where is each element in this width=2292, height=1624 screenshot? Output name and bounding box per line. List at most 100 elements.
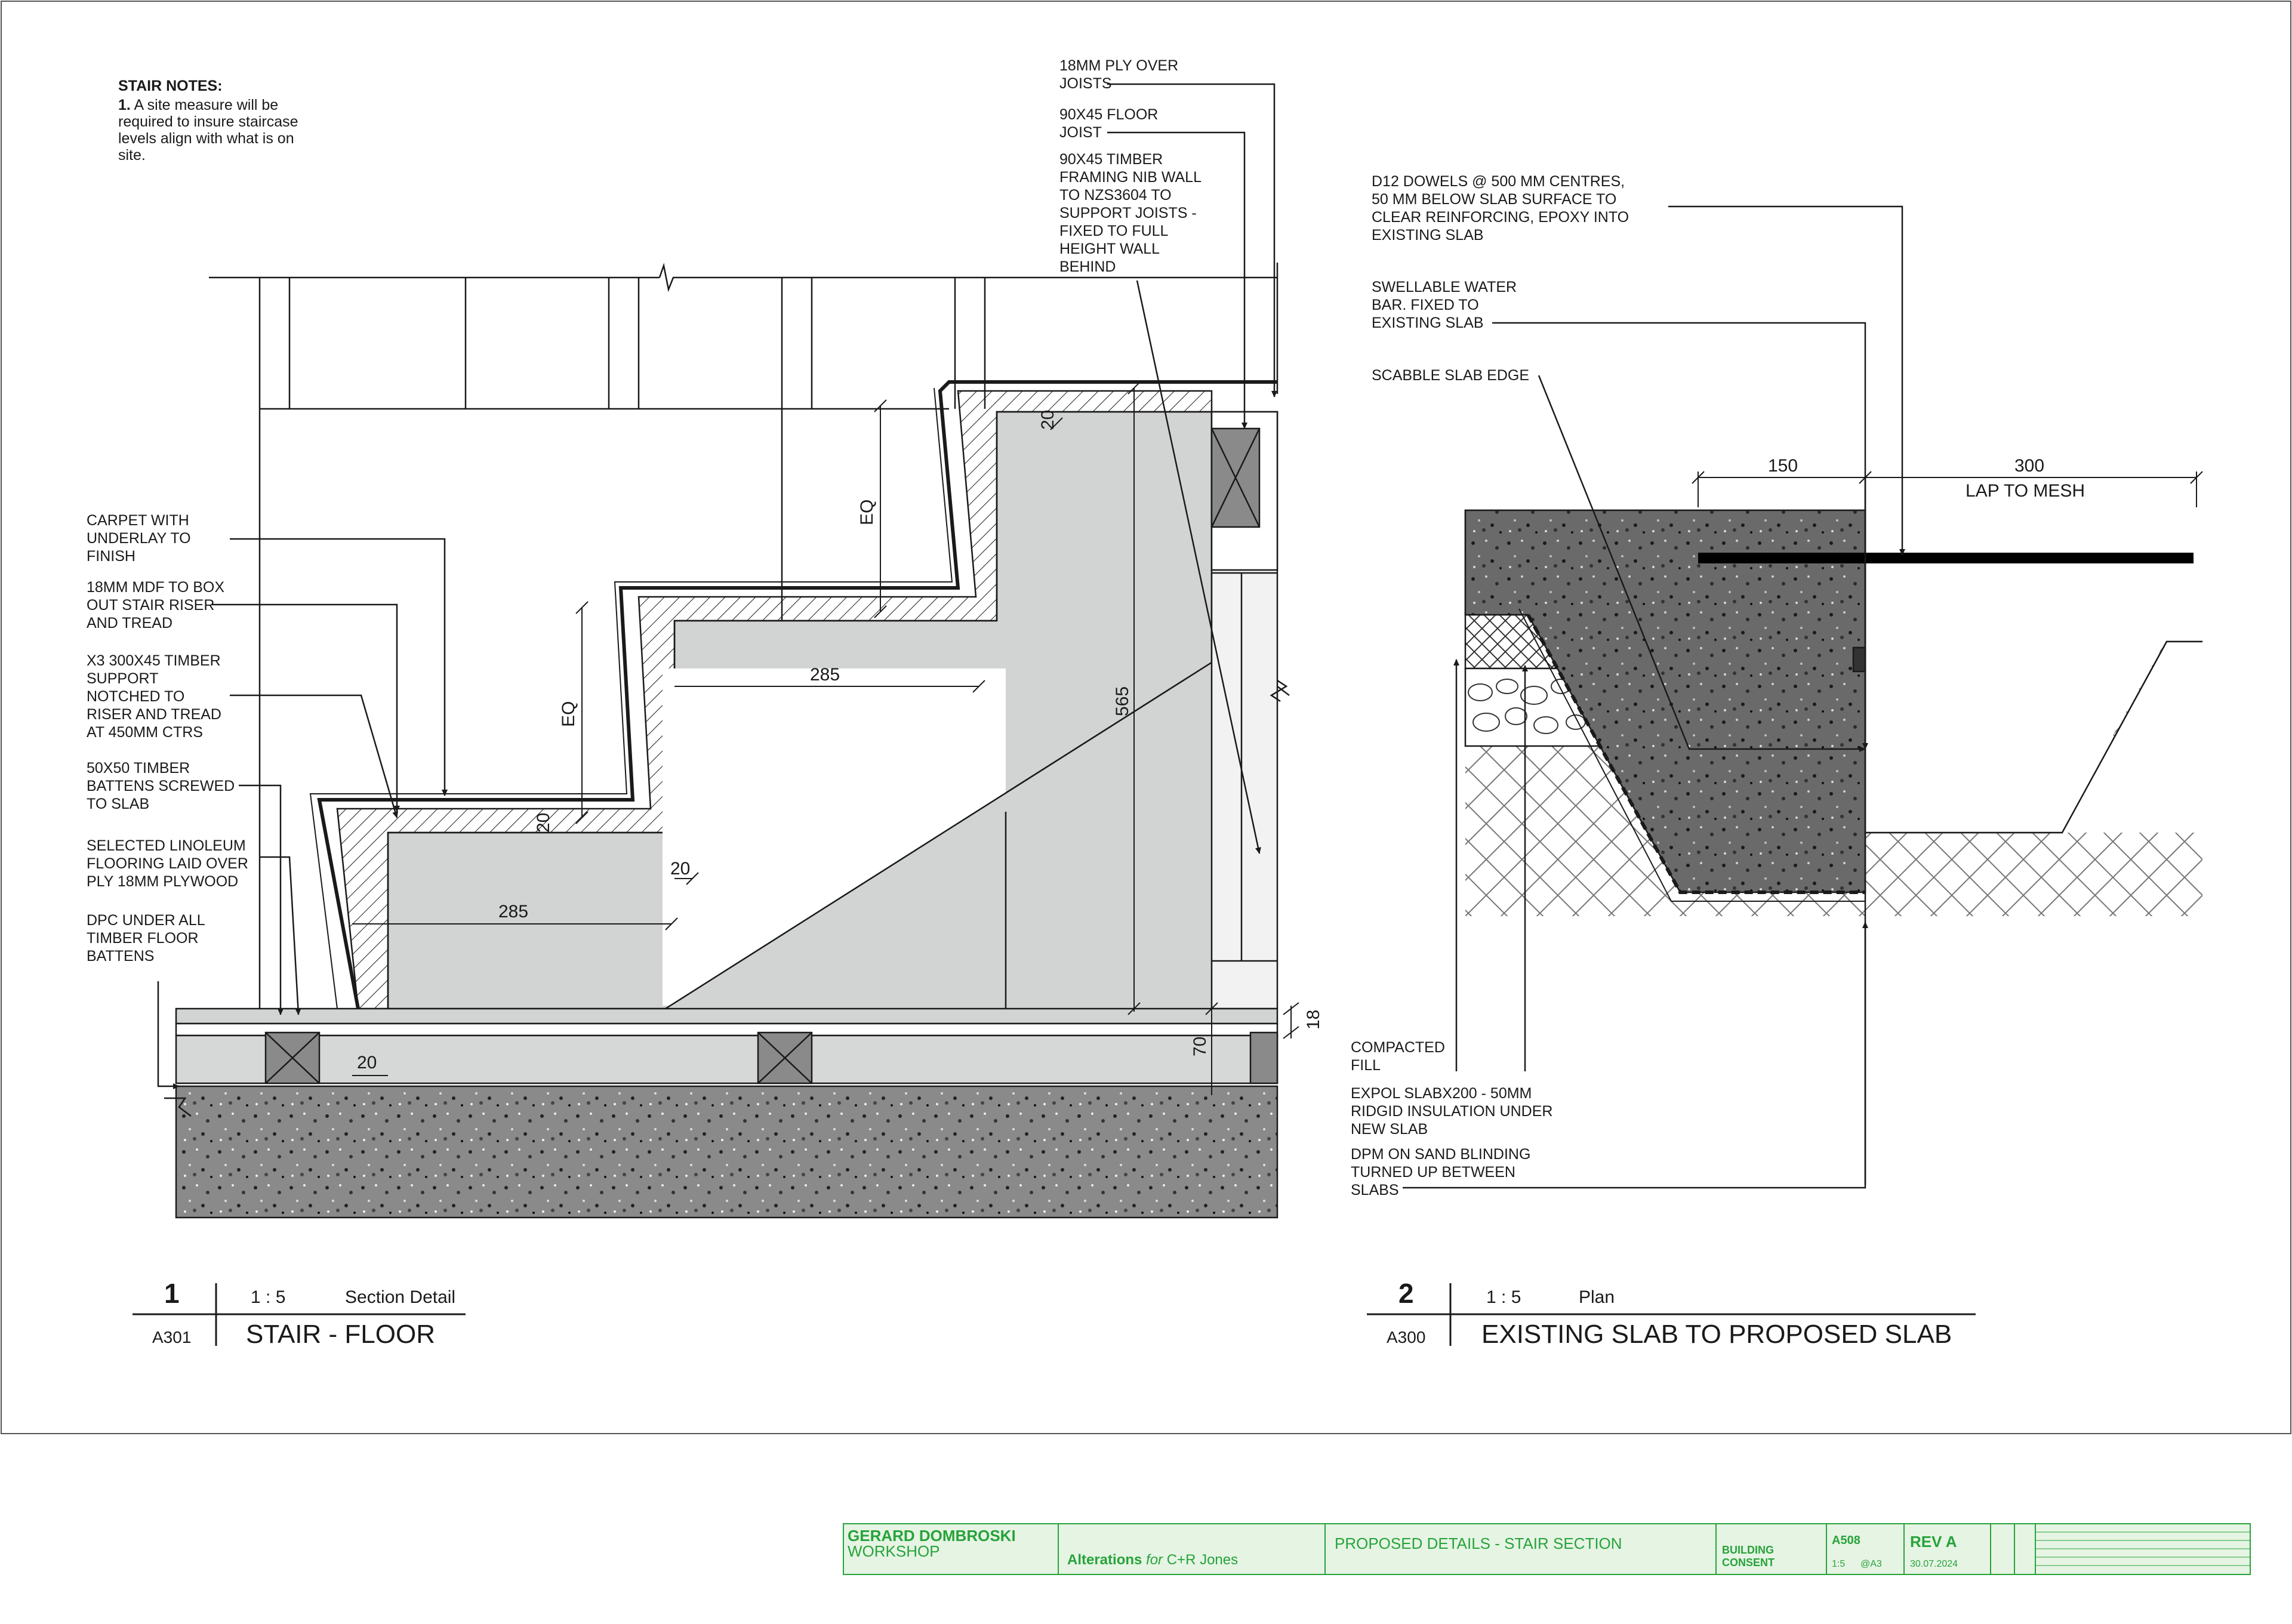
label-dpm: TURNED UP BETWEEN bbox=[1351, 1164, 1515, 1181]
project-title: Alterations for C+R Jones bbox=[1067, 1552, 1238, 1568]
view-ref: A301 bbox=[152, 1328, 191, 1346]
label-carpet: FINISH bbox=[87, 548, 135, 565]
view-title-1: 1 1 : 5 Section Detail A301 STAIR - FLOO… bbox=[133, 1278, 466, 1349]
view-number: 2 bbox=[1398, 1278, 1414, 1309]
dim-20: 20 bbox=[1038, 410, 1058, 430]
view-title-2: 2 1 : 5 Plan A300 EXISTING SLAB TO PROPO… bbox=[1367, 1278, 1976, 1349]
dim-20: 20 bbox=[357, 1053, 377, 1073]
carpet-underlay bbox=[309, 387, 953, 1009]
label-dpm: SLABS bbox=[1351, 1182, 1399, 1198]
slab-plan-detail bbox=[1403, 205, 2203, 1189]
label-expol: NEW SLAB bbox=[1351, 1121, 1428, 1138]
label-battens: 50X50 TIMBER bbox=[87, 760, 190, 776]
stair-notes: STAIR NOTES: 1. A site measure will be r… bbox=[118, 78, 298, 164]
label-mdf: AND TREAD bbox=[87, 615, 172, 631]
batten-layer bbox=[175, 1034, 1279, 1084]
view-number: 1 bbox=[164, 1278, 180, 1309]
label-support: NOTCHED TO bbox=[87, 688, 184, 705]
dim-lap-to-mesh: LAP TO MESH bbox=[1966, 481, 2085, 501]
view-kind: Plan bbox=[1579, 1287, 1615, 1307]
label-mdf: 18MM MDF TO BOX bbox=[87, 579, 224, 596]
label-dowels: 50 MM BELOW SLAB SURFACE TO bbox=[1372, 191, 1616, 208]
status: BUILDING bbox=[1722, 1544, 1774, 1556]
label-framing: SUPPORT JOISTS - bbox=[1059, 205, 1197, 221]
label-joist: JOIST bbox=[1059, 124, 1102, 141]
label-ply: JOISTS bbox=[1059, 75, 1112, 92]
dim-eq: EQ bbox=[559, 701, 578, 727]
sheet-scale: 1:5 bbox=[1832, 1559, 1845, 1569]
label-waterbar: BAR. FIXED TO bbox=[1372, 297, 1479, 313]
stair-note-line: levels align with what is on bbox=[118, 130, 294, 147]
firm-name: GERARD DOMBROSKI bbox=[848, 1527, 1016, 1545]
view-scale: 1 : 5 bbox=[1486, 1287, 1521, 1307]
label-support: RISER AND TREAD bbox=[87, 706, 221, 723]
label-expol: RIDGID INSULATION UNDER bbox=[1351, 1103, 1552, 1120]
dim-300: 300 bbox=[2014, 456, 2044, 476]
label-joist: 90X45 FLOOR bbox=[1059, 106, 1158, 123]
label-dpm: DPM ON SAND BLINDING bbox=[1351, 1146, 1530, 1163]
dim-20: 20 bbox=[670, 859, 690, 879]
dim-285: 285 bbox=[498, 902, 528, 922]
revision-date: 30.07.2024 bbox=[1910, 1559, 1958, 1569]
label-framing: FRAMING NIB WALL bbox=[1059, 169, 1202, 186]
sheet-title: PROPOSED DETAILS - STAIR SECTION bbox=[1335, 1534, 1622, 1552]
carpet-line bbox=[317, 380, 1277, 1009]
label-waterbar: EXISTING SLAB bbox=[1372, 315, 1484, 331]
dim-150: 150 bbox=[1768, 456, 1798, 476]
view-scale: 1 : 5 bbox=[251, 1287, 285, 1307]
label-expol: EXPOL SLABX200 - 50MM bbox=[1351, 1085, 1532, 1102]
title-block: GERARD DOMBROSKI WORKSHOP Alterations fo… bbox=[843, 1523, 2251, 1575]
label-carpet: UNDERLAY TO bbox=[87, 530, 191, 547]
label-dowels: D12 DOWELS @ 500 MM CENTRES, bbox=[1372, 173, 1625, 190]
stair-labels-top: 18MM PLY OVER JOISTS 90X45 FLOOR JOIST 9… bbox=[1059, 57, 1202, 275]
label-carpet: CARPET WITH bbox=[87, 512, 189, 529]
stair-labels-left: CARPET WITH UNDERLAY TO FINISH 18MM MDF … bbox=[87, 512, 248, 964]
firm-name-sub: WORKSHOP bbox=[848, 1542, 940, 1560]
label-support: X3 300X45 TIMBER bbox=[87, 652, 221, 669]
stair-dimensions: EQ EQ 285 285 565 20 20 20 20 70 18 bbox=[357, 410, 1323, 1073]
label-framing: BEHIND bbox=[1059, 258, 1116, 275]
label-dpc: BATTENS bbox=[87, 948, 154, 964]
label-framing: HEIGHT WALL bbox=[1059, 241, 1160, 257]
concrete-slab bbox=[175, 1085, 1279, 1219]
label-dpc: TIMBER FLOOR bbox=[87, 930, 199, 947]
label-framing: TO NZS3604 TO bbox=[1059, 187, 1172, 204]
status: CONSENT bbox=[1722, 1557, 1775, 1568]
dim-70: 70 bbox=[1190, 1037, 1210, 1056]
plan-labels: D12 DOWELS @ 500 MM CENTRES, 50 MM BELOW… bbox=[1351, 173, 2085, 1198]
label-mdf: OUT STAIR RISER bbox=[87, 597, 214, 614]
stair-note-1: 1. A site measure will be bbox=[118, 97, 278, 113]
view-kind: Section Detail bbox=[345, 1287, 455, 1307]
view-ref: A300 bbox=[1387, 1328, 1425, 1346]
label-fill: FILL bbox=[1351, 1057, 1381, 1074]
label-battens: BATTENS SCREWED bbox=[87, 778, 235, 794]
insulation-line bbox=[1526, 614, 1865, 894]
label-fill: COMPACTED bbox=[1351, 1039, 1445, 1056]
label-battens: TO SLAB bbox=[87, 796, 149, 812]
label-framing: 90X45 TIMBER bbox=[1059, 151, 1163, 168]
view-title: EXISTING SLAB TO PROPOSED SLAB bbox=[1481, 1320, 1952, 1349]
label-dowels: CLEAR REINFORCING, EPOXY INTO bbox=[1372, 209, 1629, 226]
label-linoleum: SELECTED LINOLEUM bbox=[87, 837, 246, 854]
label-support: AT 450MM CTRS bbox=[87, 724, 203, 741]
label-framing: FIXED TO FULL bbox=[1059, 223, 1169, 239]
label-dpc: DPC UNDER ALL bbox=[87, 912, 205, 929]
stair-note-line: required to insure staircase bbox=[118, 113, 298, 130]
stair-notes-title: STAIR NOTES: bbox=[118, 78, 223, 94]
label-linoleum: PLY 18MM PLYWOOD bbox=[87, 873, 238, 890]
label-linoleum: FLOORING LAID OVER bbox=[87, 855, 248, 872]
stair-note-line: site. bbox=[118, 147, 146, 164]
water-bar bbox=[1852, 646, 1866, 673]
view-title: STAIR - FLOOR bbox=[246, 1320, 435, 1349]
dim-eq: EQ bbox=[857, 500, 877, 525]
dim-20: 20 bbox=[534, 813, 553, 833]
paper-size: @A3 bbox=[1860, 1559, 1882, 1569]
label-dowels: EXISTING SLAB bbox=[1372, 227, 1484, 244]
dim-565: 565 bbox=[1113, 686, 1132, 716]
sheet-number: A508 bbox=[1832, 1534, 1860, 1547]
dowel-bar bbox=[1698, 553, 2194, 563]
linoleum-floor bbox=[175, 1007, 1279, 1025]
dim-285: 285 bbox=[810, 665, 840, 685]
